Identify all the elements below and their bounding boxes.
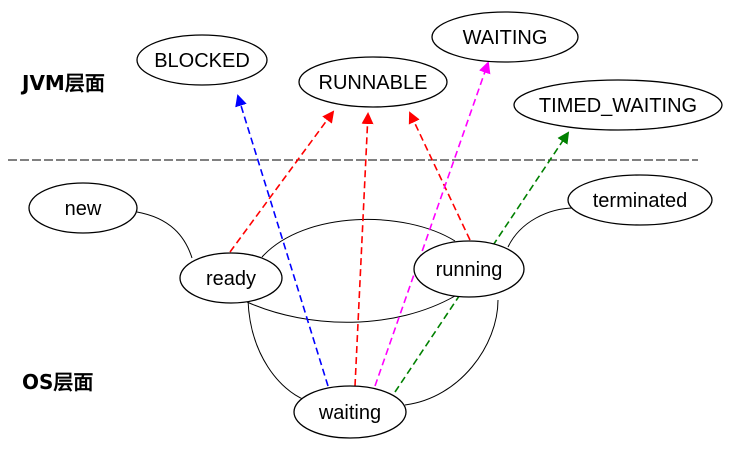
edge-ready-running-top [261, 218, 456, 258]
jvm-state-blocked: BLOCKED [136, 34, 268, 86]
edge-ready-waiting [247, 299, 306, 401]
terminated-label: terminated [593, 190, 688, 212]
mapping-arrow-waiting-blocked [235, 94, 329, 387]
jvm-state-timed-waiting: TIMED_WAITING [513, 79, 723, 131]
os-state-ready: ready [179, 252, 283, 304]
os-state-waiting: waiting [293, 385, 407, 439]
blocked-label: BLOCKED [154, 50, 250, 72]
jvm-state-runnable: RUNNABLE [298, 56, 448, 108]
edge-running-waiting [404, 299, 499, 406]
ready-label: ready [206, 268, 256, 290]
edge-ready-running-bottom [246, 295, 456, 323]
runnable-label: RUNNABLE [319, 72, 428, 94]
mapping-arrow-waiting-runnable [354, 112, 374, 387]
timed-waiting-label: TIMED_WAITING [539, 95, 697, 117]
os-state-new: new [28, 182, 138, 234]
mapping-arrow-waiting-waiting [374, 61, 491, 387]
os-state-running: running [413, 240, 525, 298]
mapping-arrow-running-runnable [408, 111, 471, 241]
jvm-state-waiting: WAITING [431, 11, 579, 63]
os-layer-label: OS层面 [22, 370, 93, 394]
jvm-layer-label: JVM层面 [20, 71, 105, 95]
new-label: new [65, 198, 102, 220]
mapping-arrow-ready-runnable [229, 110, 335, 253]
jvm-waiting-label: WAITING [463, 27, 548, 49]
running-label: running [436, 259, 503, 281]
edge-new-ready [136, 211, 193, 259]
edge-running-terminated [507, 207, 576, 248]
os-waiting-label: waiting [318, 402, 381, 424]
os-state-terminated: terminated [567, 174, 713, 226]
